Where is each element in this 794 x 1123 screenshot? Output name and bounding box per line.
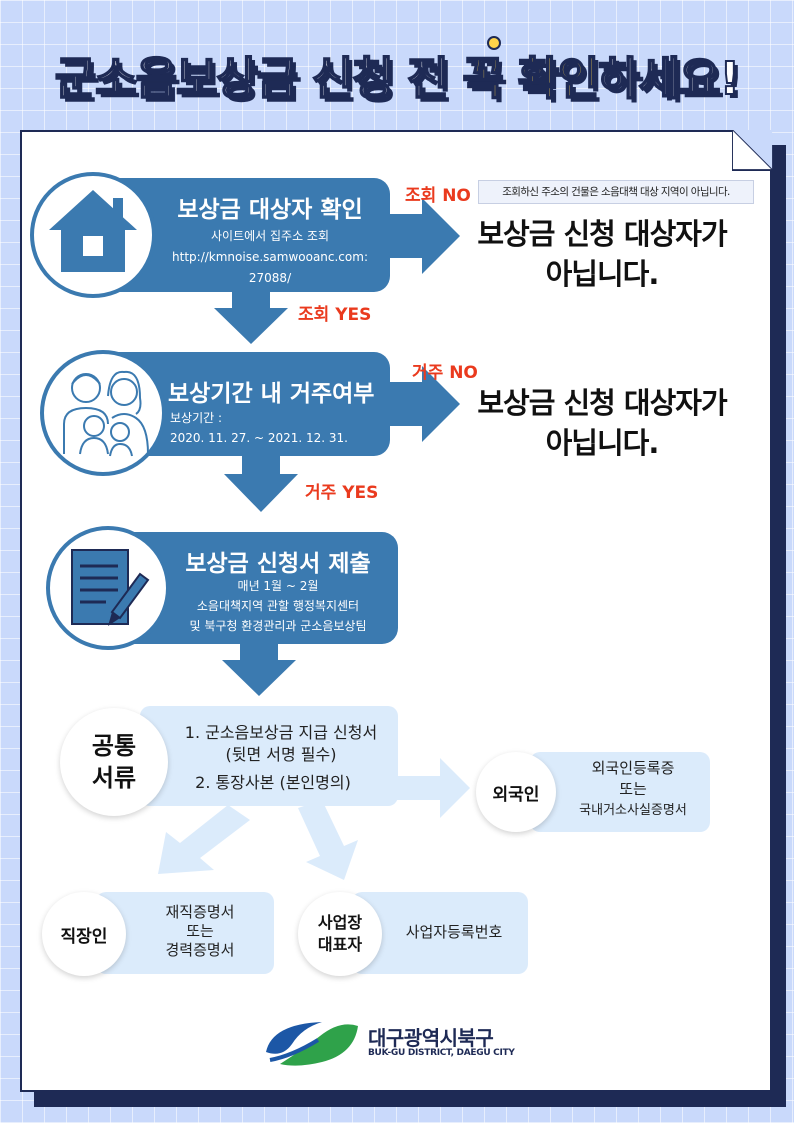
step1-result-line2: 아닙니다. — [545, 257, 660, 291]
page-title: 군소음보상금 신청 전 꼭 확인하세요! — [0, 42, 794, 107]
step2-result-line2: 아닙니다. — [545, 426, 660, 460]
step2-right-arrow — [388, 366, 460, 442]
title-dot-decoration — [487, 36, 501, 50]
step1-right-arrow — [388, 198, 460, 274]
common-docs-circle: 공통 서류 — [60, 708, 168, 816]
common-item1-line1: 1. 군소음보상금 지급 신청서 — [184, 723, 378, 742]
common-item1-line2: (뒷면 서명 필수) — [225, 745, 337, 764]
step1-sub1: 사이트에서 집주소 조회 — [210, 229, 330, 243]
step3-sub2: 소음대책지역 관할 행정복지센터 — [196, 599, 360, 613]
buk-gu-logo-icon — [266, 1022, 358, 1066]
step2-title: 보상기간 내 거주여부 — [168, 381, 375, 407]
step2-result-line1: 보상금 신청 대상자가 — [477, 386, 727, 420]
family-icon — [63, 370, 149, 457]
step1-result: 보상금 신청 대상자가 아닙니다. — [452, 214, 752, 294]
step1-title: 보상금 대상자 확인 — [177, 197, 363, 223]
step3-sub3: 및 북구청 환경관리과 군소음보상팀 — [189, 619, 367, 633]
step1-down-arrow — [214, 290, 288, 344]
foreigner-circle: 외국인 — [476, 752, 556, 832]
step1-no-label: 조회 NO — [405, 186, 471, 206]
step1-url-line2: 27088/ — [248, 271, 292, 285]
page-fold-corner — [732, 130, 774, 172]
step2-no-label: 거주 NO — [412, 363, 478, 383]
house-icon — [49, 190, 137, 272]
employee-circle: 직장인 — [42, 892, 126, 976]
document-pen-icon — [71, 549, 150, 626]
common-item2: 2. 통장사본 (본인명의) — [195, 773, 351, 792]
step1-result-line1: 보상금 신청 대상자가 — [477, 217, 727, 251]
logo-name: 대구광역시북구 — [368, 1026, 494, 1050]
common-docs-bar — [140, 706, 398, 806]
employee-line3: 경력증명서 — [165, 941, 235, 959]
common-label-line1: 공통 — [91, 732, 137, 760]
employee-line2: 또는 — [186, 922, 214, 940]
step3-sub1: 매년 1월 ~ 2월 — [237, 579, 319, 593]
step2-yes-label: 거주 YES — [305, 483, 379, 503]
step3-title: 보상금 신청서 제출 — [185, 551, 371, 577]
foreigner-line2: 또는 — [619, 780, 647, 798]
business-text: 사업자등록번호 — [405, 923, 503, 941]
foreigner-label: 외국인 — [492, 784, 540, 805]
title-highlight: 꼭 확인 — [462, 51, 601, 106]
step1-no-notice: 조회하신 주소의 건물은 소음대책 대상 지역이 아닙니다. — [478, 180, 754, 204]
step2-sub1: 보상기간 : — [170, 411, 223, 425]
step3-down-arrow — [222, 640, 296, 696]
logo-sub: BUK-GU DISTRICT, DAEGU CITY — [368, 1048, 515, 1058]
step1-yes-label: 조회 YES — [298, 305, 372, 325]
foreigner-line1: 외국인등록증 — [591, 759, 675, 777]
foreigner-line3: 국내거소사실증명서 — [579, 803, 687, 818]
step2-sub2: 2020. 11. 27. ~ 2021. 12. 31. — [170, 431, 348, 445]
step2-result: 보상금 신청 대상자가 아닙니다. — [452, 383, 752, 463]
foreigner-bar — [530, 752, 710, 832]
step2-down-arrow — [224, 454, 298, 512]
business-circle: 사업장 대표자 — [298, 892, 382, 976]
title-part1: 군소음보상금 신청 전 — [54, 51, 463, 106]
employee-line1: 재직증명서 — [165, 903, 235, 921]
business-label-line2: 대표자 — [317, 935, 363, 954]
business-label-line1: 사업장 — [317, 913, 363, 932]
title-part2: 하세요! — [597, 51, 741, 106]
employee-label: 직장인 — [60, 926, 108, 947]
common-label-line2: 서류 — [91, 764, 137, 792]
step1-url-line1: http://kmnoise.samwooanc.com: — [172, 250, 368, 264]
